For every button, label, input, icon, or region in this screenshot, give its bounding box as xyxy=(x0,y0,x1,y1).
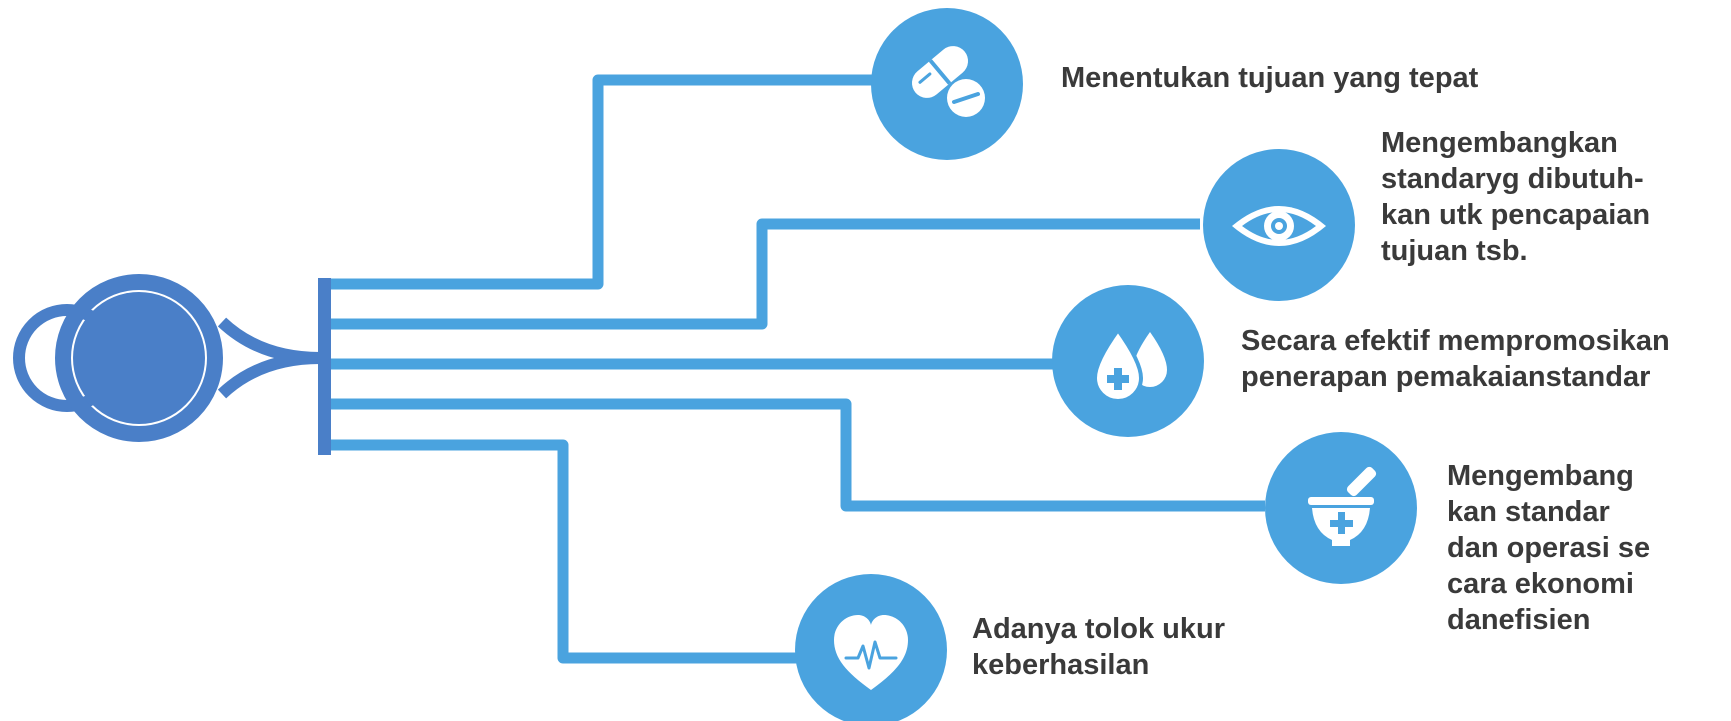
connector-lines xyxy=(331,74,1265,664)
label-goals: Menentukan tujuan yang tepat xyxy=(1061,62,1479,94)
connector-economic xyxy=(331,398,1265,512)
mortar-pestle-icon xyxy=(1308,466,1377,546)
node-economic xyxy=(1265,432,1417,584)
label-measure: Adanya tolok ukur keberhasilan xyxy=(972,613,1225,681)
label-standards: Mengembangkan standaryg dibutuh- kan utk… xyxy=(1381,127,1651,267)
heart-pulse-icon xyxy=(834,615,908,690)
node-measure xyxy=(795,574,947,721)
eye-icon xyxy=(1232,206,1326,246)
node-promote xyxy=(1052,285,1204,437)
node-standards xyxy=(1203,149,1355,301)
pills-icon xyxy=(911,46,985,117)
drops-icon xyxy=(1092,326,1167,403)
node-goals xyxy=(871,8,1023,160)
connector-goals xyxy=(331,74,880,290)
label-promote: Secara efektif mempromosikan penerapan p… xyxy=(1241,325,1670,393)
label-economic: Mengembang kan standar dan operasi se ca… xyxy=(1447,460,1651,636)
stethoscope-icon xyxy=(13,274,331,455)
connector-measure xyxy=(331,439,810,664)
connector-standards xyxy=(331,218,1200,330)
